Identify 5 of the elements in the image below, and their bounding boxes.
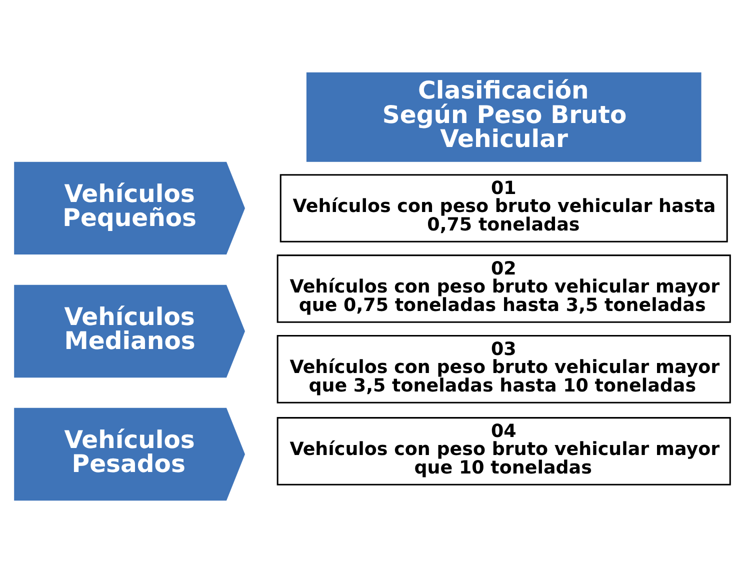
- node-box: Clasificación Según Peso Bruto Vehicular: [306, 72, 702, 162]
- node-box: 04 Vehículos con peso bruto vehicular mayor que 10 toneladas: [276, 417, 731, 486]
- node-box: 03 Vehículos con peso bruto vehicular mayor que 3,5 toneladas hasta 10 toneladas: [276, 335, 731, 404]
- node-box: 02 Vehículos con peso bruto vehicular mayor que 0,75 toneladas hasta 3,5 toneladas: [276, 254, 731, 323]
- node-box: 01 Vehículos con peso bruto vehicular hasta 0,75 toneladas: [280, 174, 728, 242]
